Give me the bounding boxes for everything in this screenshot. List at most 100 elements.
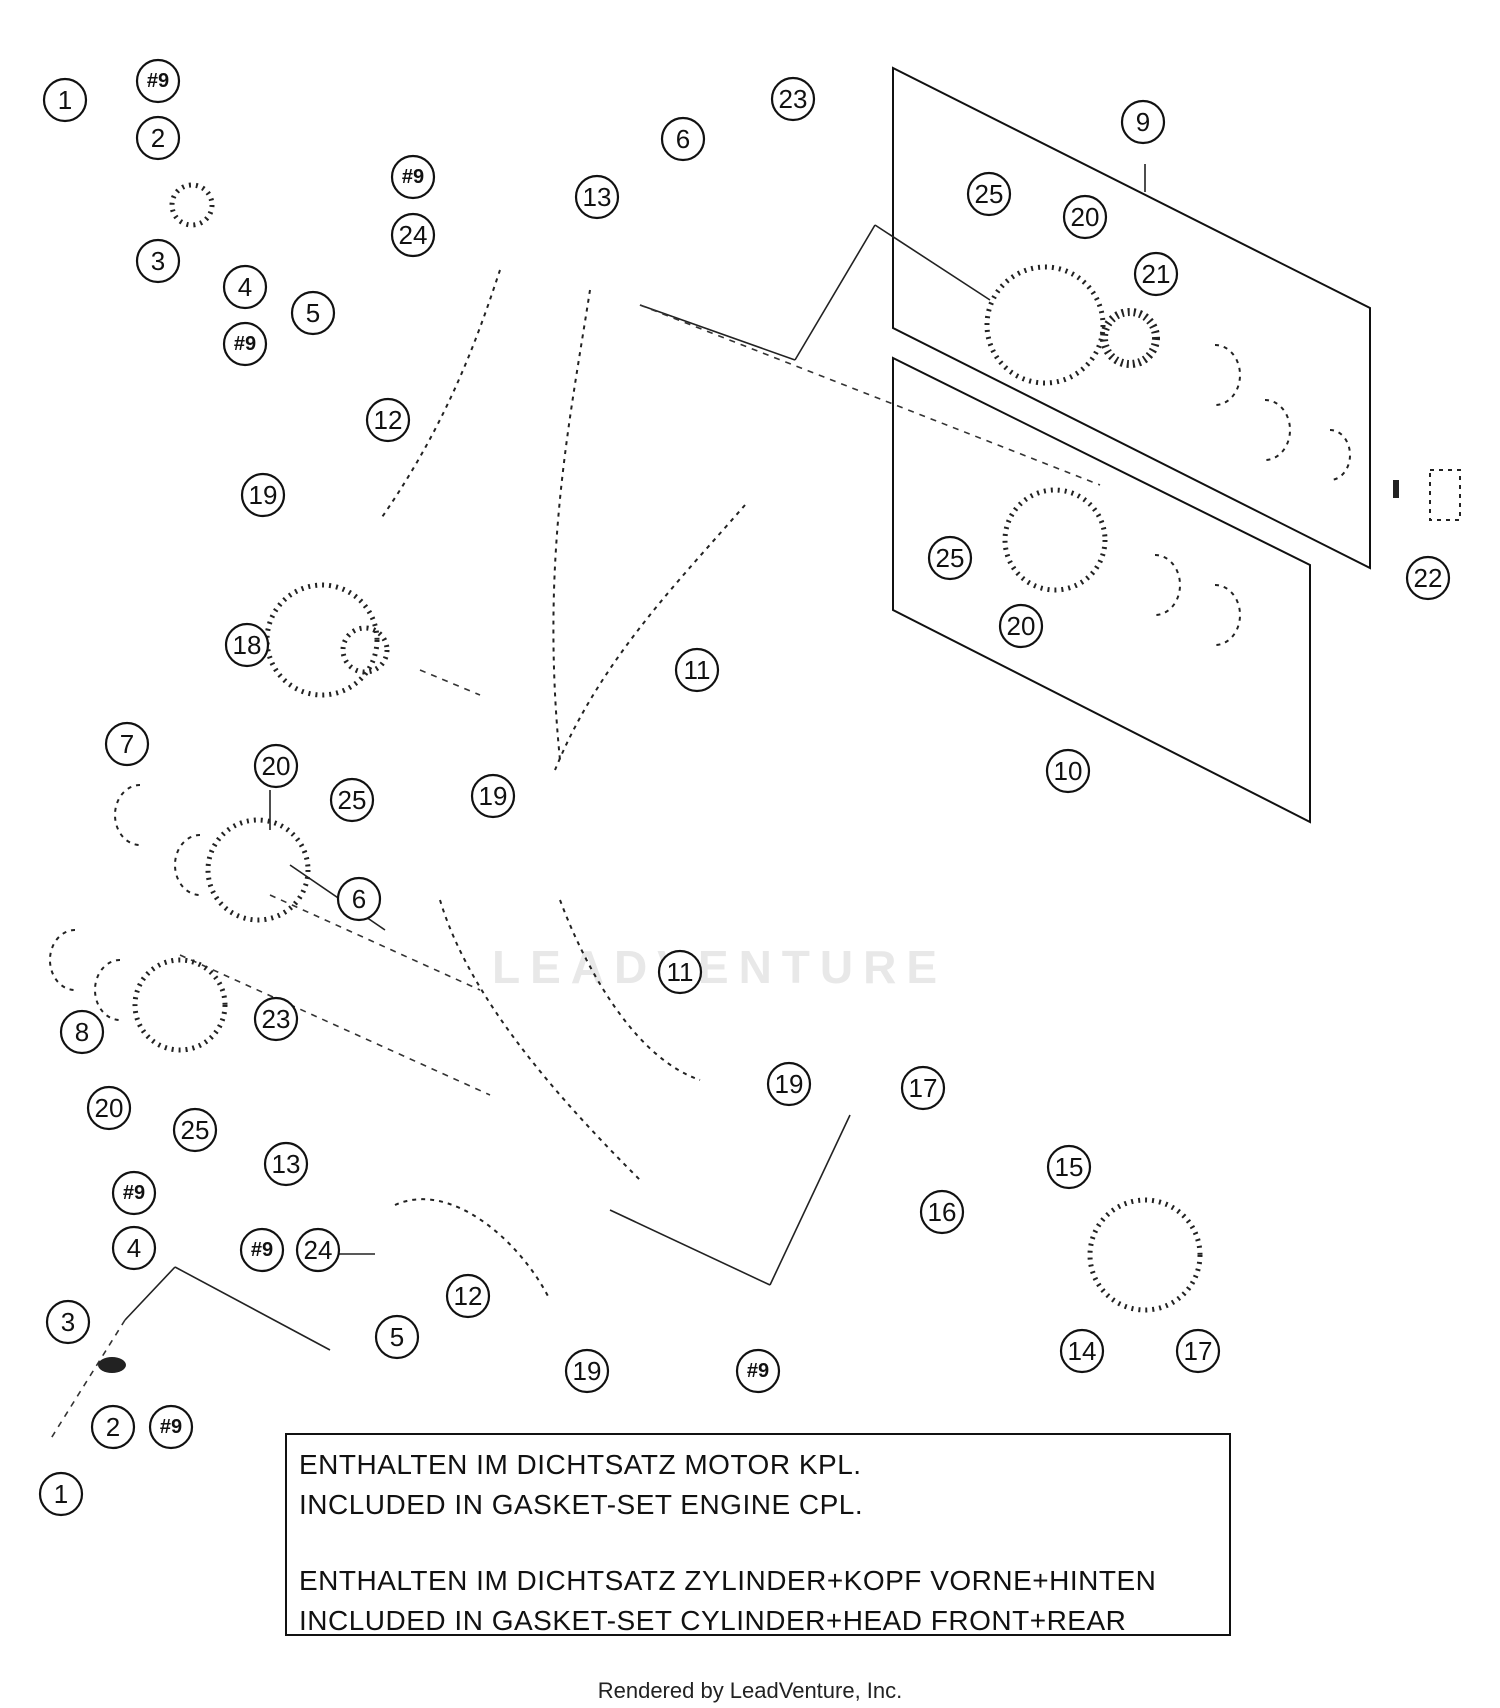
svg-text:#9: #9: [251, 1239, 273, 1261]
svg-text:25: 25: [975, 179, 1004, 209]
callout: 19: [470, 773, 516, 819]
svg-text:#9: #9: [402, 166, 424, 188]
callout: 10: [1045, 748, 1091, 794]
svg-text:5: 5: [390, 1322, 404, 1352]
svg-text:14: 14: [1068, 1336, 1097, 1366]
callout: 23: [770, 76, 816, 122]
callout: #9: [222, 321, 268, 367]
svg-text:20: 20: [1071, 202, 1100, 232]
callout: 3: [45, 1299, 91, 1345]
svg-text:20: 20: [1007, 611, 1036, 641]
svg-text:1: 1: [58, 85, 72, 115]
note-line: ENTHALTEN IM DICHTSATZ ZYLINDER+KOPF VOR…: [299, 1565, 1157, 1596]
callout: 24: [295, 1227, 341, 1273]
callout: 19: [564, 1348, 610, 1394]
svg-text:12: 12: [454, 1281, 483, 1311]
callout: 2: [135, 115, 181, 161]
kit-frame-9: [892, 66, 1371, 570]
svg-text:1: 1: [54, 1479, 68, 1509]
callout: 6: [660, 116, 706, 162]
svg-text:2: 2: [106, 1412, 120, 1442]
callout: 21: [1133, 251, 1179, 297]
svg-text:10: 10: [1054, 756, 1083, 786]
callout: #9: [148, 1404, 194, 1450]
callout: 16: [919, 1189, 965, 1235]
part-sketches: [49, 182, 1461, 1373]
note-line: ENTHALTEN IM DICHTSATZ MOTOR KPL.: [299, 1449, 862, 1480]
callout: 25: [172, 1107, 218, 1153]
note-line: INCLUDED IN GASKET-SET ENGINE CPL.: [299, 1489, 864, 1520]
callout: #9: [390, 154, 436, 200]
callout: 9: [1120, 99, 1166, 145]
callout: 12: [445, 1273, 491, 1319]
callout: 15: [1046, 1144, 1092, 1190]
svg-text:11: 11: [667, 957, 694, 987]
svg-text:3: 3: [151, 246, 165, 276]
svg-text:23: 23: [779, 84, 808, 114]
callout: 25: [329, 777, 375, 823]
callout: 12: [365, 397, 411, 443]
svg-text:3: 3: [61, 1307, 75, 1337]
kit-frame-10: [892, 356, 1311, 824]
callout: 5: [374, 1314, 420, 1360]
svg-text:12: 12: [374, 405, 403, 435]
callout: 18: [224, 622, 270, 668]
leader-lines: [49, 164, 1146, 1441]
svg-text:19: 19: [249, 480, 278, 510]
callout: 17: [900, 1065, 946, 1111]
callout: 11: [657, 949, 703, 995]
svg-text:23: 23: [262, 1004, 291, 1034]
svg-text:#9: #9: [123, 1182, 145, 1204]
svg-text:20: 20: [95, 1093, 124, 1123]
svg-text:5: 5: [306, 298, 320, 328]
callout: 20: [86, 1085, 132, 1131]
svg-text:19: 19: [573, 1356, 602, 1386]
callout: 23: [253, 996, 299, 1042]
svg-text:15: 15: [1055, 1152, 1084, 1182]
svg-text:4: 4: [127, 1233, 141, 1263]
callout: #9: [239, 1227, 285, 1273]
svg-text:#9: #9: [234, 333, 256, 355]
svg-text:9: 9: [1136, 107, 1150, 137]
callout: 22: [1405, 555, 1451, 601]
svg-text:#9: #9: [747, 1360, 769, 1382]
callout: #9: [735, 1348, 781, 1394]
callout: #9: [135, 58, 181, 104]
svg-text:16: 16: [928, 1197, 957, 1227]
svg-text:#9: #9: [147, 70, 169, 92]
callout: 11: [674, 647, 720, 693]
footer-credit: Rendered by LeadVenture, Inc.: [597, 1678, 903, 1703]
svg-text:24: 24: [399, 220, 428, 250]
svg-text:13: 13: [583, 182, 612, 212]
callout: 6: [336, 876, 382, 922]
callout: 4: [111, 1225, 157, 1271]
callout: 25: [927, 535, 973, 581]
svg-text:21: 21: [1142, 259, 1171, 289]
callout: 5: [290, 290, 336, 336]
callout: 17: [1175, 1328, 1221, 1374]
svg-text:17: 17: [909, 1073, 938, 1103]
callout: 24: [390, 212, 436, 258]
callout: 14: [1059, 1328, 1105, 1374]
svg-text:25: 25: [181, 1115, 210, 1145]
callout: 1: [42, 77, 88, 123]
callout: 20: [998, 603, 1044, 649]
callout: 7: [104, 721, 150, 767]
callout: 20: [1062, 194, 1108, 240]
svg-text:#9: #9: [160, 1416, 182, 1438]
svg-text:6: 6: [352, 884, 366, 914]
callout: 19: [240, 472, 286, 518]
callout: 4: [222, 264, 268, 310]
svg-text:2: 2: [151, 123, 165, 153]
callout: 3: [135, 238, 181, 284]
svg-text:6: 6: [676, 124, 690, 154]
callout: 19: [766, 1061, 812, 1107]
callout: 20: [253, 743, 299, 789]
svg-text:22: 22: [1414, 563, 1443, 593]
callout: 13: [263, 1141, 309, 1187]
svg-text:18: 18: [233, 630, 262, 660]
watermark: LEADVENTURE: [492, 941, 948, 993]
svg-text:11: 11: [684, 655, 711, 685]
svg-text:13: 13: [272, 1149, 301, 1179]
